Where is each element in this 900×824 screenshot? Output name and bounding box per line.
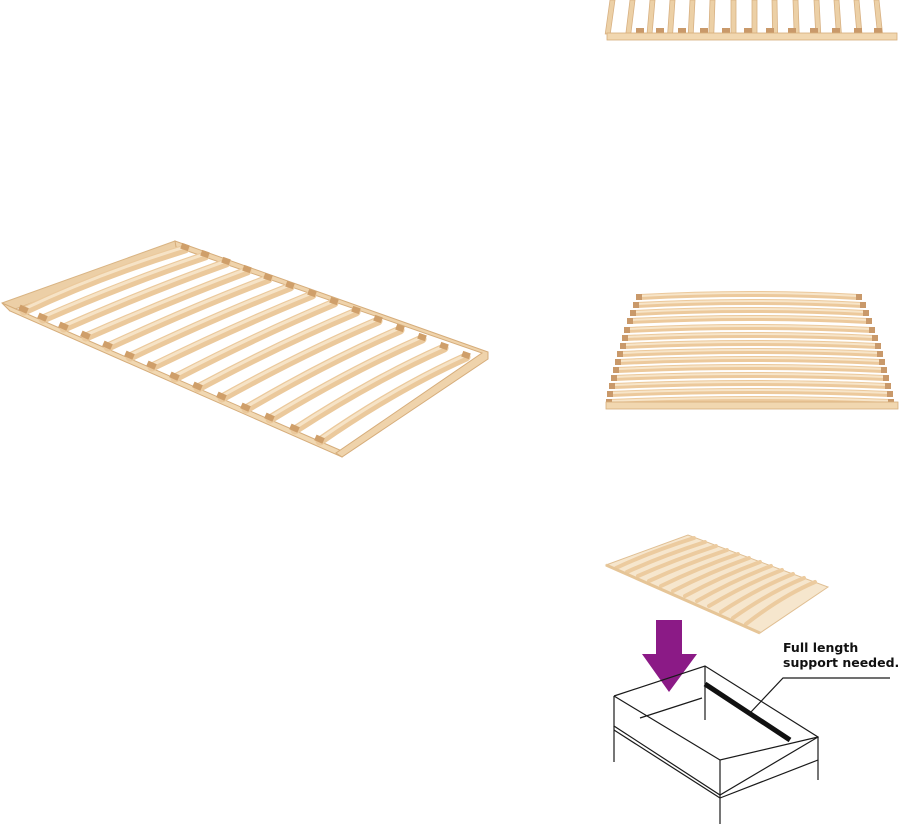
slatted-frame-angled xyxy=(1,240,489,458)
main-product-image xyxy=(0,235,495,465)
thumbnail-installation-diagram[interactable]: Full length support needed. xyxy=(600,530,900,824)
thumbnail-top-view[interactable] xyxy=(600,285,900,415)
slatted-frame-front xyxy=(604,0,898,41)
callout-line-2: support needed. xyxy=(783,655,900,670)
slatted-frame-top xyxy=(605,291,899,410)
thumbnail-front-view[interactable] xyxy=(600,0,900,45)
down-arrow-icon xyxy=(642,620,697,692)
callout-text: Full length support needed. xyxy=(783,640,899,670)
callout-line-1: Full length xyxy=(783,640,859,655)
slatted-frame-small xyxy=(604,534,830,635)
installation-diagram xyxy=(604,534,890,824)
